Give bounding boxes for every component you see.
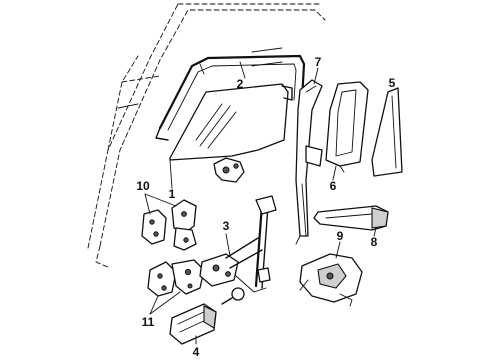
callout-7: 7 xyxy=(315,55,322,69)
lock-actuator xyxy=(169,303,217,345)
glass-bracket xyxy=(213,85,293,183)
door-hinges xyxy=(141,199,197,251)
callout-4: 4 xyxy=(193,345,200,359)
vent-window-frame xyxy=(325,81,369,173)
leader-10a xyxy=(144,193,151,215)
leader-11a xyxy=(149,295,159,315)
callout-6: 6 xyxy=(330,179,337,193)
leader-7 xyxy=(313,67,319,85)
callout-2: 2 xyxy=(237,77,244,91)
callout-8: 8 xyxy=(371,235,378,249)
leader-9 xyxy=(335,241,341,259)
leader-3 xyxy=(225,233,231,257)
door-check-hinges xyxy=(147,259,205,297)
door-body-outline xyxy=(87,3,326,269)
leader-2 xyxy=(239,61,246,79)
callouts: 2 1 7 5 6 10 3 8 9 11 4 xyxy=(136,55,395,359)
window-regulator xyxy=(199,195,277,305)
callout-11: 11 xyxy=(142,315,155,329)
window-run-channel xyxy=(155,54,306,141)
door-glass xyxy=(169,83,289,161)
leader-8 xyxy=(373,227,377,237)
callout-1: 1 xyxy=(169,187,176,201)
leader-6 xyxy=(332,165,337,181)
leader-1 xyxy=(169,159,173,189)
door-latch xyxy=(299,253,363,307)
rear-glass-channel xyxy=(295,79,323,245)
leader-10b xyxy=(144,193,177,207)
callout-10: 10 xyxy=(136,179,150,193)
callout-5: 5 xyxy=(389,76,396,90)
callout-3: 3 xyxy=(223,219,230,233)
stationary-glass xyxy=(371,87,403,177)
leader-11b xyxy=(149,291,181,315)
callout-9: 9 xyxy=(337,229,344,243)
leader-lines xyxy=(144,61,393,345)
outside-door-handle xyxy=(313,205,389,231)
